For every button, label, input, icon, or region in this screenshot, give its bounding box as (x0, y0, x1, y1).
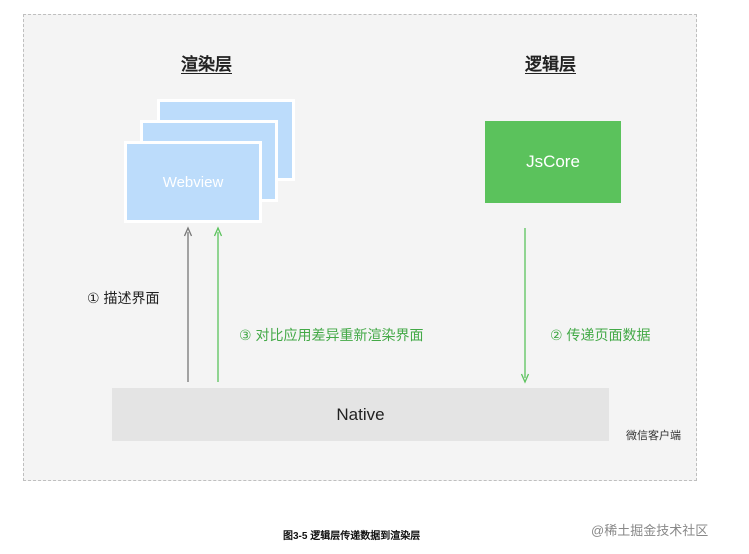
native-label: Native (336, 404, 385, 424)
arrow-transfer (520, 228, 530, 384)
jscore-label: JsCore (526, 152, 580, 171)
step-transfer-label: ② 传递页面数据 (550, 327, 651, 343)
watermark: @稀土掘金技术社区 (591, 523, 709, 538)
step-describe-label: ① 描述界面 (87, 290, 160, 306)
client-label: 微信客户端 (626, 430, 681, 442)
jscore-box: JsCore (485, 121, 621, 203)
step-rerender-label: ③ 对比应用差异重新渲染界面 (239, 327, 424, 343)
arrow-describe (183, 226, 193, 382)
arrow-rerender (213, 226, 223, 382)
webview-label: Webview (162, 173, 224, 191)
webview-box: Webview (124, 141, 262, 223)
render-layer-title: 渲染层 (181, 55, 232, 74)
native-box: Native (112, 388, 609, 441)
logic-layer-title: 逻辑层 (525, 55, 576, 74)
figure-caption: 图3-5 逻辑层传递数据到渲染层 (283, 531, 421, 542)
